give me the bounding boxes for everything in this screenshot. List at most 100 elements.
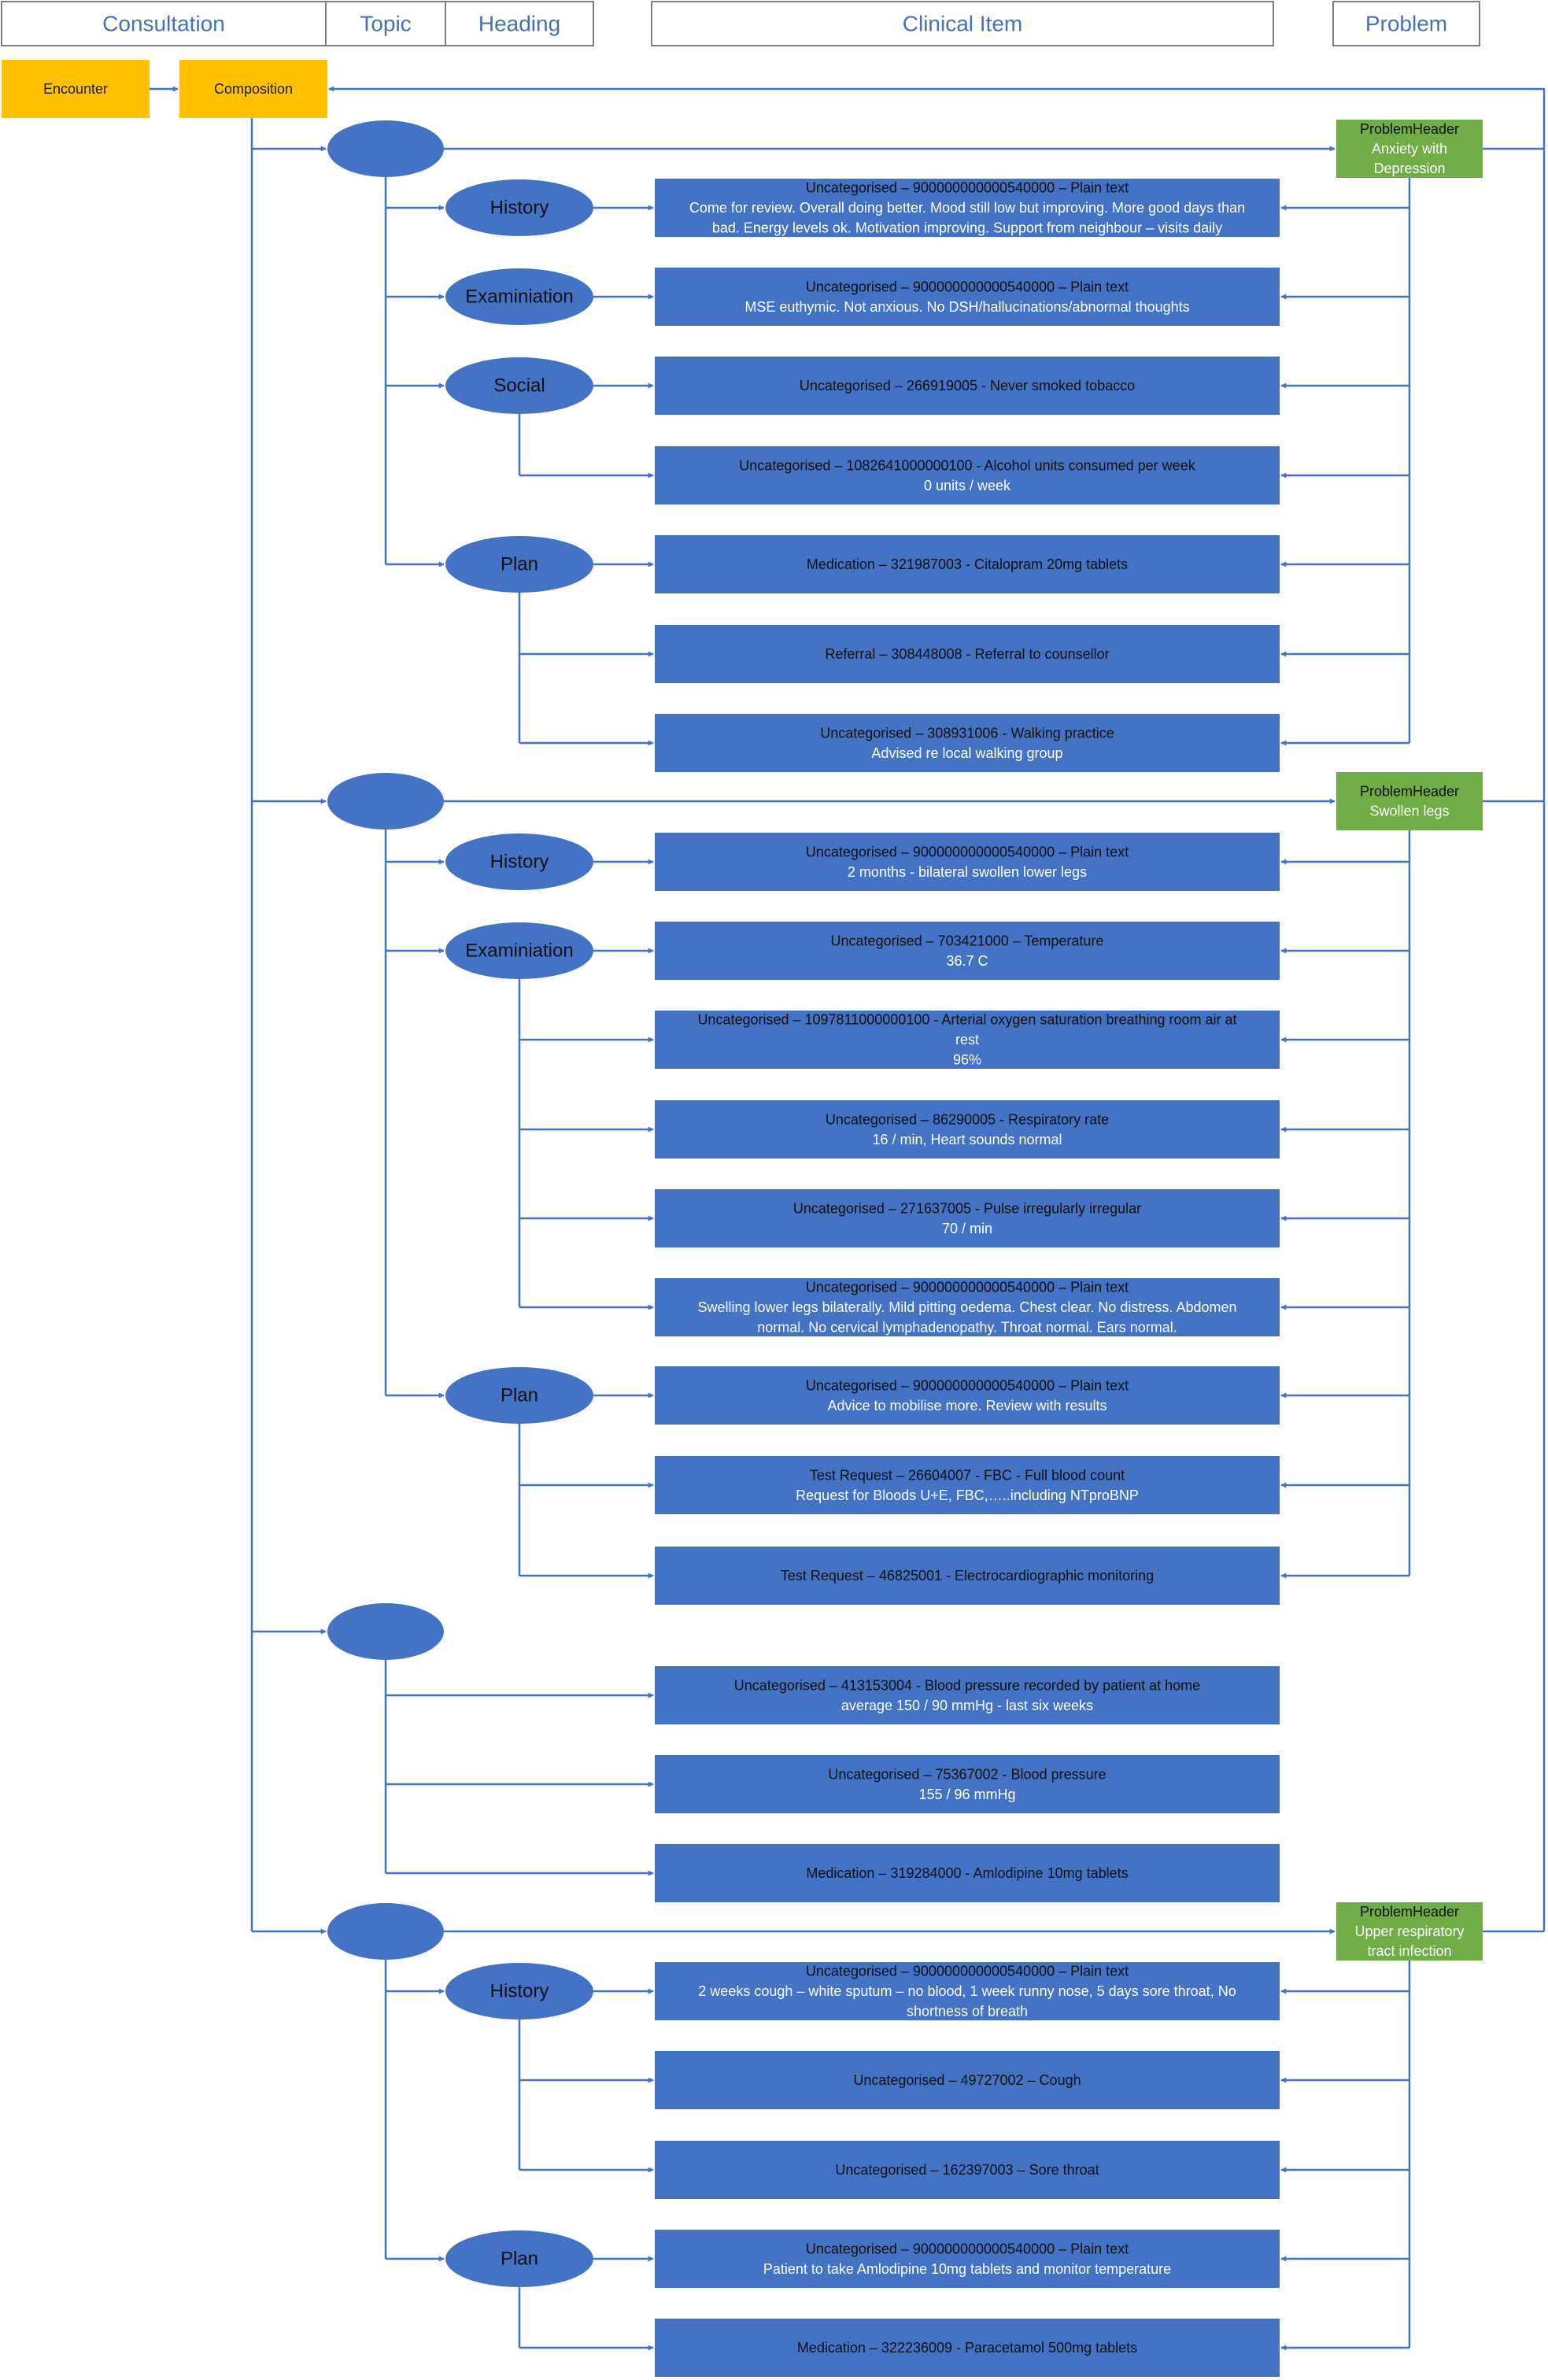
- problem-header-line: ProblemHeader: [1360, 1904, 1459, 1920]
- clinical-item-line: average 150 / 90 mmHg - last six weeks: [841, 1698, 1093, 1713]
- clinical-item-line: Uncategorised – 1082641000000100 - Alcoh…: [739, 457, 1195, 473]
- heading-node-social: Social: [445, 357, 593, 414]
- topic-node: [327, 773, 444, 830]
- problem-header-line: ProblemHeader: [1360, 121, 1459, 137]
- clinical-item-line: 16 / min, Heart sounds normal: [872, 1132, 1062, 1148]
- heading-label: Social: [493, 375, 545, 397]
- heading-node-examination: Examiniation: [445, 268, 593, 325]
- encounter-label: Encounter: [43, 81, 108, 97]
- heading-label: History: [490, 198, 549, 219]
- connector-line: [328, 86, 1546, 1931]
- topic-node: [327, 120, 444, 177]
- clinical-item-line: bad. Energy levels ok. Motivation improv…: [712, 220, 1222, 236]
- clinical-item: Medication – 319284000 - Amlodipine 10mg…: [655, 1844, 1280, 1902]
- column-headers: Consultation Topic Heading Clinical Item…: [1, 1, 1480, 46]
- clinical-item-line: Uncategorised – 900000000000540000 – Pla…: [806, 2241, 1129, 2256]
- clinical-item-line: Patient to take Amlodipine 10mg tablets …: [763, 2261, 1171, 2277]
- clinical-item: Medication – 321987003 - Citalopram 20mg…: [655, 535, 1280, 593]
- clinical-item: Uncategorised – 86290005 - Respiratory r…: [655, 1100, 1280, 1159]
- clinical-item-line: Uncategorised – 271637005 - Pulse irregu…: [793, 1200, 1141, 1216]
- clinical-item: Test Request – 26604007 - FBC - Full blo…: [655, 1456, 1280, 1514]
- heading-header: Heading: [478, 12, 560, 36]
- clinical-item-line: Uncategorised – 703421000 – Temperature: [831, 933, 1104, 948]
- problem-header-line: Depression: [1373, 161, 1445, 176]
- clinical-item-line: Medication – 322236009 - Paracetamol 500…: [797, 2340, 1137, 2356]
- consultation-header: Consultation: [102, 12, 225, 36]
- clinical-item-line: Request for Bloods U+E, FBC,…..including…: [796, 1488, 1139, 1503]
- clinical-item-line: Uncategorised – 75367002 - Blood pressur…: [828, 1766, 1106, 1782]
- clinical-item-line: Uncategorised – 900000000000540000 – Pla…: [806, 1280, 1129, 1295]
- clinical-item: Uncategorised – 413153004 - Blood pressu…: [655, 1666, 1280, 1724]
- problem-header-line: Anxiety with: [1372, 141, 1447, 157]
- topic-nodes: [327, 120, 444, 1960]
- clinical-item-line: Swelling lower legs bilaterally. Mild pi…: [698, 1299, 1237, 1315]
- clinical-item-line: Uncategorised – 308931006 - Walking prac…: [820, 725, 1114, 741]
- clinical-item: Uncategorised – 900000000000540000 – Pla…: [655, 1366, 1280, 1425]
- clinical-item: Uncategorised – 900000000000540000 – Pla…: [655, 179, 1280, 237]
- heading-node-examination: Examiniation: [445, 922, 593, 979]
- clinical-item: Uncategorised – 900000000000540000 – Pla…: [655, 1278, 1280, 1336]
- clinical-item-line: MSE euthymic. Not anxious. No DSH/halluc…: [744, 299, 1189, 315]
- heading-label: History: [490, 1981, 549, 2002]
- problem-header-line: Upper respiratory: [1354, 1924, 1464, 1939]
- clinical-item: Uncategorised – 271637005 - Pulse irregu…: [655, 1189, 1280, 1247]
- topic-node: [327, 1603, 444, 1660]
- heading-node-history: History: [445, 179, 593, 236]
- clinical-item: Test Request – 46825001 - Electrocardiog…: [655, 1547, 1280, 1605]
- clinical-item-line: Uncategorised – 900000000000540000 – Pla…: [806, 1964, 1129, 1979]
- clinical-item-line: Uncategorised – 266919005 - Never smoked…: [800, 378, 1135, 394]
- clinical-item-line: 0 units / week: [924, 478, 1011, 493]
- clinical-item-line: 2 weeks cough – white sputum – no blood,…: [698, 1983, 1236, 1999]
- encounter-node: Encounter: [2, 60, 150, 118]
- heading-node-history: History: [445, 833, 593, 890]
- problem-header: Problem: [1365, 12, 1447, 36]
- clinical-item: Medication – 322236009 - Paracetamol 500…: [655, 2319, 1280, 2377]
- heading-label: Plan: [501, 554, 538, 575]
- clinical-item-line: Advice to mobilise more. Review with res…: [827, 1398, 1107, 1414]
- clinical-item-line: 36.7 C: [946, 953, 988, 969]
- topic-header: Topic: [360, 12, 411, 36]
- heading-label: Examiniation: [465, 941, 573, 962]
- clinical-item-line: Test Request – 26604007 - FBC - Full blo…: [810, 1467, 1125, 1483]
- clinical-item-line: Uncategorised – 413153004 - Blood pressu…: [734, 1677, 1200, 1693]
- clinical-item: Uncategorised – 900000000000540000 – Pla…: [655, 2230, 1280, 2288]
- clinical-item-line: Uncategorised – 900000000000540000 – Pla…: [806, 279, 1129, 294]
- clinical-item: Uncategorised – 900000000000540000 – Pla…: [655, 268, 1280, 326]
- heading-node-plan: Plan: [445, 536, 593, 593]
- heading-label: History: [490, 852, 549, 873]
- consultation-header-box: [1, 1, 327, 46]
- clinical-item-line: Uncategorised – 900000000000540000 – Pla…: [806, 180, 1129, 196]
- clinical-item-line: Medication – 321987003 - Citalopram 20mg…: [807, 556, 1128, 572]
- problem-header-box: [1332, 1, 1480, 46]
- clinical-item: Uncategorised – 900000000000540000 – Pla…: [655, 1962, 1280, 2020]
- heading-label: Plan: [501, 2249, 538, 2270]
- clinical-item: Uncategorised – 1097811000000100 - Arter…: [655, 1011, 1280, 1069]
- composition-node: Composition: [179, 60, 327, 118]
- problem-header-line: ProblemHeader: [1360, 784, 1459, 800]
- clinical-item-line: Uncategorised – 1097811000000100 - Arter…: [697, 1012, 1236, 1028]
- clinical-item: Uncategorised – 703421000 – Temperature 3…: [655, 922, 1280, 980]
- clinical-item-line: Advised re local walking group: [871, 745, 1062, 761]
- topic-node: [327, 1903, 444, 1960]
- clinical-item-line: Come for review. Overall doing better. M…: [689, 200, 1245, 216]
- topic-header-box: [325, 1, 446, 46]
- clinical-item-line: 2 months - bilateral swollen lower legs: [848, 864, 1087, 880]
- clinical-item-line: 70 / min: [942, 1221, 992, 1236]
- clinical-item-line: Uncategorised – 162397003 – Sore throat: [835, 2162, 1099, 2178]
- composition-label: Composition: [214, 81, 293, 97]
- clinical-item: Uncategorised – 49727002 – Cough: [655, 2051, 1280, 2109]
- clinical-item-line: 155 / 96 mmHg: [918, 1787, 1015, 1802]
- heading-header-box: [445, 1, 594, 46]
- clinical-item: Uncategorised – 266919005 - Never smoked…: [655, 357, 1280, 415]
- heading-node-history: History: [445, 1963, 593, 2020]
- clinical-item: Uncategorised – 1082641000000100 - Alcoh…: [655, 446, 1280, 504]
- heading-node-plan: Plan: [445, 2230, 593, 2287]
- heading-nodes: History Examiniation Social Plan History…: [445, 179, 593, 2287]
- clinical-items: Uncategorised – 900000000000540000 – Pla…: [655, 179, 1280, 2377]
- clinical-item: Uncategorised – 308931006 - Walking prac…: [655, 714, 1280, 772]
